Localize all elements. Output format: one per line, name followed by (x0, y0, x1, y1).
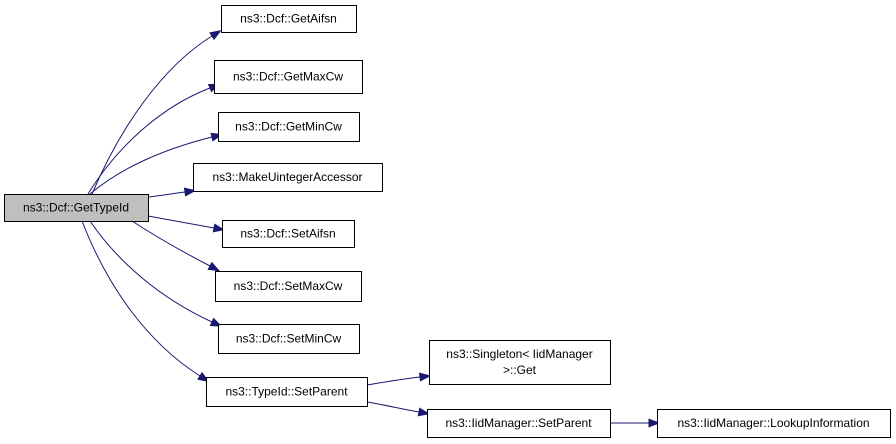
node-get-max-cw[interactable]: ns3::Dcf::GetMaxCw (214, 60, 363, 94)
node-label: ns3::IidManager::LookupInformation (677, 416, 869, 430)
edge-get_type_id-to-get_aifsn (91, 29, 222, 195)
edge-iid_manager_set_parent-to-iid_manager_lookup_information (610, 418, 661, 428)
node-singleton-get[interactable]: ns3::Singleton< IidManager>::Get (429, 340, 611, 385)
node-get-type-id[interactable]: ns3::Dcf::GetTypeId (4, 194, 149, 222)
arrowhead-icon (209, 29, 222, 41)
function-nodes: ns3::Dcf::GetTypeId ns3::Dcf::GetAifsnns3… (4, 5, 891, 438)
node-box (222, 220, 355, 248)
edge-line (89, 136, 213, 195)
edge-line (91, 35, 213, 195)
edge-line (366, 401, 420, 413)
node-set-aifsn[interactable]: ns3::Dcf::SetAifsn (222, 220, 355, 248)
node-label: ns3::Singleton< IidManager (446, 347, 592, 361)
node-label: ns3::Dcf::SetAifsn (240, 227, 335, 241)
node-box (221, 5, 357, 33)
edge-line (131, 220, 211, 267)
node-box (218, 324, 360, 354)
node-type-id-set-parent[interactable]: ns3::TypeId::SetParent (206, 377, 368, 407)
node-box (218, 112, 360, 142)
node-box (427, 409, 611, 438)
node-box (206, 377, 368, 407)
edge-type_id_set_parent-to-singleton_get (366, 372, 432, 386)
node-box (4, 194, 149, 222)
edge-type_id_set_parent-to-iid_manager_set_parent (366, 401, 431, 417)
node-set-max-cw[interactable]: ns3::Dcf::SetMaxCw (215, 271, 362, 302)
node-iid-manager-lookup-information[interactable]: ns3::IidManager::LookupInformation (657, 409, 891, 438)
arrowhead-icon (183, 187, 197, 197)
arrowhead-icon (197, 371, 210, 383)
node-label: ns3::Dcf::GetTypeId (23, 201, 129, 215)
node-label: ns3::Dcf::SetMaxCw (234, 279, 343, 293)
node-label: ns3::IidManager::SetParent (445, 416, 592, 430)
edge-line (366, 376, 421, 386)
edge-line (81, 220, 201, 377)
node-label: ns3::Dcf::GetMinCw (235, 120, 342, 134)
arrowhead-icon (207, 261, 221, 272)
node-box (657, 409, 891, 438)
node-set-min-cw[interactable]: ns3::Dcf::SetMinCw (218, 324, 360, 354)
node-label: ns3::TypeId::SetParent (225, 385, 348, 399)
edge-get_type_id-to-set_aifsn (147, 215, 226, 233)
node-box (214, 60, 363, 94)
node-make-uinteger-accessor[interactable]: ns3::MakeUintegerAccessor (193, 163, 383, 192)
node-box (193, 163, 383, 192)
node-label: ns3::Dcf::SetMinCw (236, 332, 342, 346)
node-iid-manager-set-parent[interactable]: ns3::IidManager::SetParent (427, 409, 611, 438)
arrowhead-icon (212, 223, 226, 233)
arrowhead-icon (417, 407, 431, 417)
node-label: ns3::MakeUintegerAccessor (212, 170, 362, 184)
node-get-aifsn[interactable]: ns3::Dcf::GetAifsn (221, 5, 357, 33)
edge-get_type_id-to-set_min_cw (89, 220, 223, 327)
edge-get_type_id-to-type_id_set_parent (81, 220, 210, 383)
node-get-min-cw[interactable]: ns3::Dcf::GetMinCw (218, 112, 360, 142)
node-box (429, 340, 611, 385)
node-box (215, 271, 362, 302)
node-label: ns3::Dcf::GetAifsn (240, 12, 337, 26)
edge-line (87, 87, 211, 195)
node-label: ns3::Dcf::GetMaxCw (233, 70, 343, 84)
node-label: >::Get (503, 363, 537, 377)
arrowhead-icon (648, 418, 661, 428)
call-edges (81, 29, 661, 428)
edge-line (147, 191, 186, 198)
edge-line (147, 215, 215, 229)
edge-get_type_id-to-set_max_cw (131, 220, 221, 272)
edge-line (89, 220, 213, 323)
arrowhead-icon (419, 372, 432, 382)
edge-get_type_id-to-make_uinteger_accessor (147, 187, 197, 198)
